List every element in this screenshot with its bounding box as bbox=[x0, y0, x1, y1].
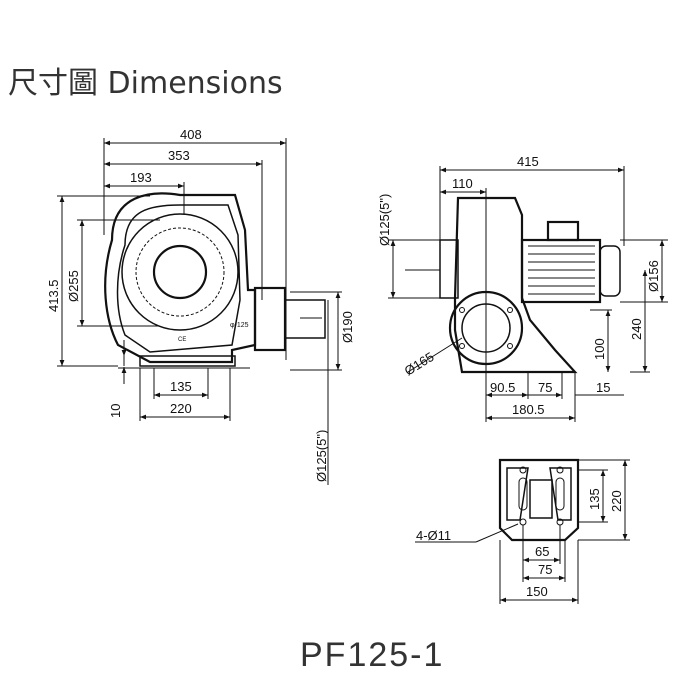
front-ring-mid bbox=[135, 227, 225, 317]
side-dim-415: 415 bbox=[517, 154, 539, 169]
model-label: PF125-1 bbox=[300, 636, 445, 674]
side-dim-180-5: 180.5 bbox=[512, 402, 545, 417]
side-view: 415 110 Ø125(5") Ø156 240 100 Ø165 90 bbox=[377, 154, 668, 422]
side-dim-phi156: Ø156 bbox=[646, 260, 661, 292]
front-dim-10: 10 bbox=[108, 404, 123, 418]
front-housing-inner bbox=[116, 204, 241, 353]
base-view: 4-Ø11 135 220 65 75 150 bbox=[415, 458, 630, 604]
front-dim-135: 135 bbox=[170, 379, 192, 394]
base-dim-65: 65 bbox=[535, 544, 549, 559]
svg-text:CE: CE bbox=[178, 337, 186, 343]
motor-fins bbox=[528, 245, 595, 295]
side-motor-cap bbox=[599, 245, 621, 297]
side-dim-15: 15 bbox=[596, 380, 610, 395]
front-view: φ-125 CE 408 353 193 413.5 Ø255 Ø190 bbox=[46, 127, 355, 485]
base-dim-135: 135 bbox=[587, 488, 602, 510]
base-dim-holes: 4-Ø11 bbox=[416, 528, 451, 543]
page-title: 尺寸圖 Dimensions bbox=[8, 66, 283, 101]
front-dim-phi190: Ø190 bbox=[340, 311, 355, 343]
side-dim-240: 240 bbox=[629, 318, 644, 340]
side-flange-outer bbox=[448, 290, 524, 366]
side-dim-phi165: Ø165 bbox=[402, 349, 437, 379]
front-dim-413-5: 413.5 bbox=[46, 279, 61, 312]
side-dim-inlet: Ø125(5") bbox=[377, 194, 392, 246]
front-dim-408: 408 bbox=[180, 127, 202, 142]
base-center-slot bbox=[529, 479, 553, 519]
front-outlet-pipe bbox=[284, 299, 326, 339]
side-dim-110: 110 bbox=[452, 176, 473, 191]
base-dim-75: 75 bbox=[538, 562, 552, 577]
front-dim-outlet: Ø125(5") bbox=[314, 430, 329, 482]
side-inlet-pipe bbox=[439, 239, 459, 299]
front-dim-353: 353 bbox=[168, 148, 190, 163]
side-dim-75: 75 bbox=[538, 380, 552, 395]
side-motor bbox=[520, 238, 602, 304]
front-dim-phi255: Ø255 bbox=[66, 270, 81, 302]
side-housing bbox=[453, 196, 578, 374]
front-dim-220: 220 bbox=[170, 401, 192, 416]
base-dim-150: 150 bbox=[526, 584, 548, 599]
front-ring-inner bbox=[152, 244, 208, 300]
base-plate bbox=[498, 458, 580, 542]
front-base bbox=[139, 355, 236, 367]
side-dim-90-5: 90.5 bbox=[490, 380, 515, 395]
base-dim-220: 220 bbox=[609, 490, 624, 512]
plate-label: φ-125 bbox=[230, 322, 249, 329]
side-terminal-box bbox=[546, 220, 580, 242]
front-outlet-flange bbox=[253, 286, 287, 352]
front-ring-outer bbox=[121, 213, 239, 331]
side-flange-inner bbox=[461, 303, 511, 353]
front-dim-193: 193 bbox=[130, 170, 152, 185]
side-dim-100: 100 bbox=[592, 338, 607, 360]
